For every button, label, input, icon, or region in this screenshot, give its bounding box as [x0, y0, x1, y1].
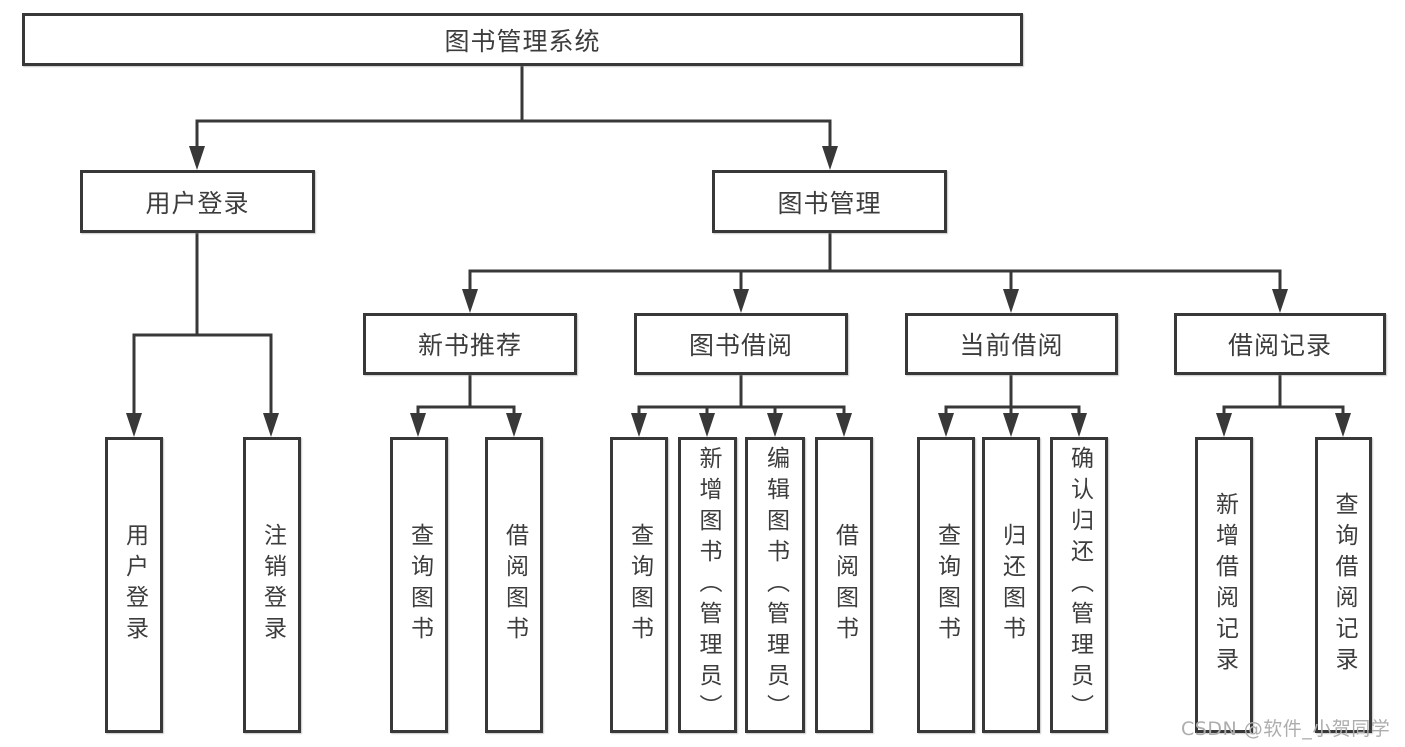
node-book-borrow-label: 图书借阅	[688, 331, 793, 360]
leaf-logout: 注销登录	[243, 437, 301, 733]
node-new-book-rec-label: 新书推荐	[417, 331, 522, 360]
leaf-add-borrow-record: 新增借阅记录	[1195, 437, 1253, 733]
node-root: 图书管理系统	[22, 13, 1023, 66]
leaf-return-book: 归还图书	[982, 437, 1040, 733]
connector-book-borrow-to-leaves	[637, 375, 846, 417]
node-current-borrow-label: 当前借阅	[959, 331, 1064, 360]
node-book-mgmt-label: 图书管理	[777, 188, 882, 218]
node-borrow-records: 借阅记录	[1174, 313, 1386, 375]
leaf-user-login: 用户登录	[105, 437, 163, 733]
connector-root-to-level2	[195, 66, 832, 148]
connector-new-book-rec-to-leaves	[416, 375, 516, 417]
connector-book-mgmt-to-level3	[468, 233, 1282, 291]
leaf-query-book-newrec: 查询图书	[390, 437, 448, 733]
node-book-borrow: 图书借阅	[634, 313, 848, 375]
node-book-mgmt: 图书管理	[712, 170, 947, 233]
leaf-query-book-borrow: 查询图书	[610, 437, 668, 733]
leaf-query-book-current: 查询图书	[917, 437, 975, 733]
leaf-borrow-book: 借阅图书	[815, 437, 873, 733]
leaf-borrow-book-newrec: 借阅图书	[485, 437, 543, 733]
leaf-add-book-admin: 新增图书（管理员）	[678, 437, 737, 733]
node-current-borrow: 当前借阅	[905, 313, 1118, 375]
node-new-book-rec: 新书推荐	[363, 313, 577, 375]
arrowheads	[126, 146, 1351, 437]
node-user-login-label: 用户登录	[145, 188, 250, 218]
leaf-confirm-return-admin: 确认归还（管理员）	[1050, 437, 1108, 733]
connector-borrow-records-to-leaves	[1222, 375, 1345, 417]
leaf-query-borrow-record: 查询借阅记录	[1315, 437, 1372, 733]
node-user-login: 用户登录	[80, 170, 315, 233]
node-root-label: 图书管理系统	[444, 26, 601, 56]
connector-current-borrow-to-leaves	[944, 375, 1081, 417]
leaf-edit-book-admin: 编辑图书（管理员）	[745, 437, 805, 733]
node-borrow-records-label: 借阅记录	[1227, 331, 1332, 360]
csdn-watermark: CSDN @软件_小贺同学	[1181, 718, 1391, 740]
connector-user-login-to-leaves	[132, 233, 273, 415]
